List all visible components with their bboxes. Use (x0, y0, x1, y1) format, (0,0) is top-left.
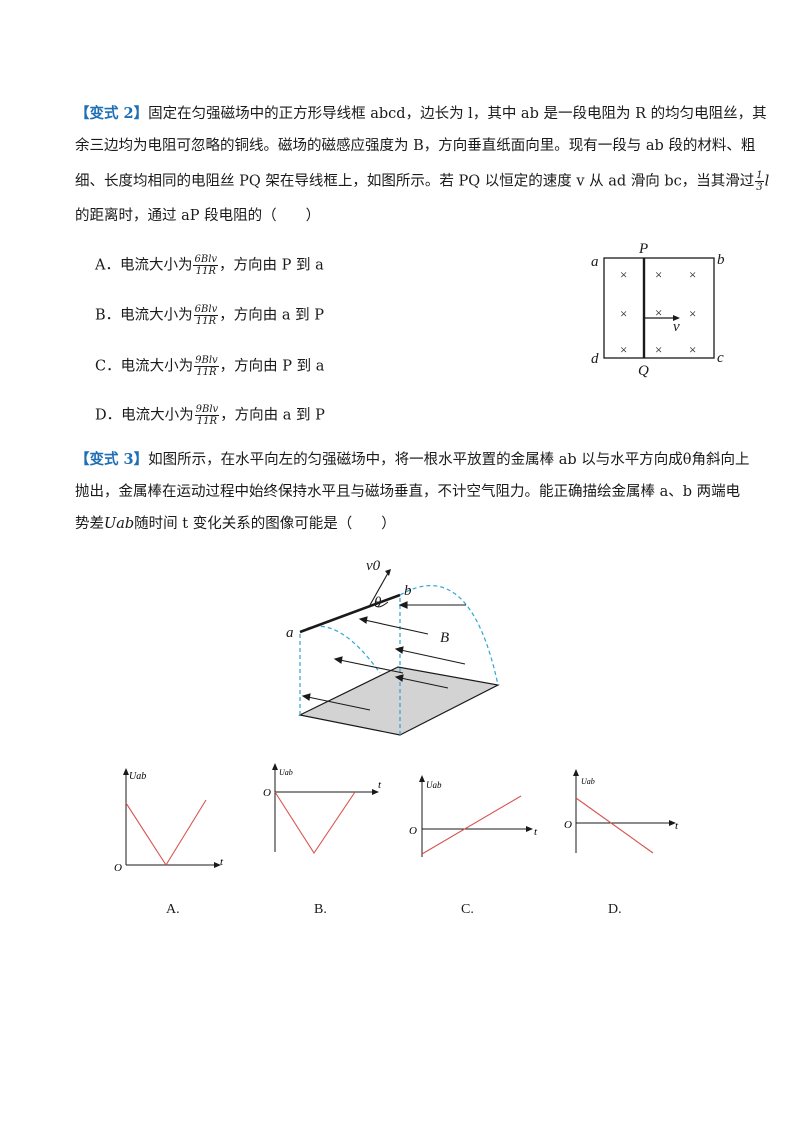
svg-text:×: × (620, 306, 627, 321)
graph-c-line (421, 795, 522, 855)
rod-projectile-figure: v0 θ a b B (286, 558, 500, 736)
back-arc (399, 585, 499, 735)
svg-text:×: × (655, 305, 662, 320)
graph-b-line (274, 791, 356, 855)
svg-text:×: × (655, 267, 662, 282)
graph-a-caption: A. (166, 902, 180, 917)
label-theta: θ (374, 595, 382, 611)
q2-tag: 【变式 2】 (75, 105, 149, 122)
q3-symbol-uab: Uab (104, 516, 135, 532)
svg-text:×: × (655, 342, 662, 357)
svg-text:O: O (564, 819, 572, 831)
graph-d-caption: D. (608, 902, 622, 917)
label-field-b: B (440, 630, 449, 646)
q3-line-3: 势差Uab随时间 t 变化关系的图像可能是（ ） (75, 516, 396, 532)
field-lines (301, 601, 466, 711)
svg-text:t: t (675, 820, 679, 832)
graph-c[interactable]: Uab t O (406, 772, 541, 862)
graph-d-line (575, 797, 654, 854)
svg-text:×: × (620, 267, 627, 282)
theta-arc (374, 601, 389, 608)
svg-text:O: O (409, 825, 417, 837)
q3-text-1: 如图所示，在水平向左的匀强磁场中，将一根水平放置的金属棒 ab 以与水平方向成θ… (148, 452, 750, 468)
v0-arrowhead (385, 569, 391, 576)
svg-text:Uab: Uab (426, 780, 442, 790)
label-c: c (717, 350, 724, 366)
field-crosses: × × × × × × × × × (620, 267, 696, 357)
graph-a-line (125, 799, 207, 867)
svg-text:Uab: Uab (279, 768, 293, 777)
graph-b[interactable]: Uab t O (262, 762, 392, 857)
q2-line-1: 【变式 2】固定在匀强磁场中的正方形导线框 abcd，边长为 l，其中 ab 是… (75, 104, 767, 124)
label-a3: a (286, 625, 294, 641)
label-d: d (591, 351, 599, 367)
svg-text:×: × (689, 267, 696, 282)
q2-line-3: 细、长度均相同的电阻丝 PQ 架在导线框上，如图所示。若 PQ 以恒定的速度 v… (75, 170, 769, 193)
q3-line-2: 抛出，金属棒在运动过程中始终保持水平且与磁场垂直，不计空气阻力。能正确描绘金属棒… (75, 484, 741, 500)
q2-text-1: 固定在匀强磁场中的正方形导线框 abcd，边长为 l，其中 ab 是一段电阻为 … (148, 106, 767, 122)
metal-rod (299, 593, 401, 634)
square-frame-figure: × × × × × × × × × a b c d P Q v (591, 241, 725, 378)
graph-a[interactable]: Uab t O (110, 765, 230, 875)
svg-text:O: O (263, 787, 271, 799)
svg-text:Uab: Uab (129, 771, 146, 782)
svg-text:×: × (689, 342, 696, 357)
svg-text:t: t (378, 779, 382, 791)
label-v0: v0 (366, 558, 381, 574)
velocity-arrowhead (673, 315, 680, 321)
svg-text:t: t (220, 856, 224, 868)
graph-b-caption: B. (314, 902, 327, 917)
graph-d[interactable]: Uab t O (563, 768, 688, 858)
label-b: b (717, 252, 725, 268)
svg-text:×: × (689, 306, 696, 321)
q2-frac-var: l (764, 173, 770, 190)
q2-line-4: 的距离时，通过 aP 段电阻的（ ） (75, 208, 321, 224)
frame-rect (603, 257, 715, 359)
label-a: a (591, 254, 599, 270)
label-q: Q (638, 363, 649, 378)
q2-line-2: 余三边均为电阻可忽略的铜线。磁场的磁感应强度为 B，方向垂直纸面向里。现有一段与… (75, 138, 756, 154)
label-v: v (673, 319, 680, 335)
q3-line-1: 【变式 3】如图所示，在水平向左的匀强磁场中，将一根水平放置的金属棒 ab 以与… (75, 450, 750, 470)
label-b3: b (404, 583, 412, 599)
svg-text:Uab: Uab (581, 777, 595, 786)
svg-text:t: t (534, 826, 538, 838)
svg-text:O: O (114, 862, 122, 874)
svg-text:×: × (620, 342, 627, 357)
q3-tag: 【变式 3】 (75, 451, 149, 468)
graph-c-caption: C. (461, 902, 474, 917)
label-p: P (638, 241, 648, 257)
q2-text-3: 细、长度均相同的电阻丝 PQ 架在导线框上，如图所示。若 PQ 以恒定的速度 v… (75, 173, 755, 190)
v0-arrow (369, 572, 389, 606)
